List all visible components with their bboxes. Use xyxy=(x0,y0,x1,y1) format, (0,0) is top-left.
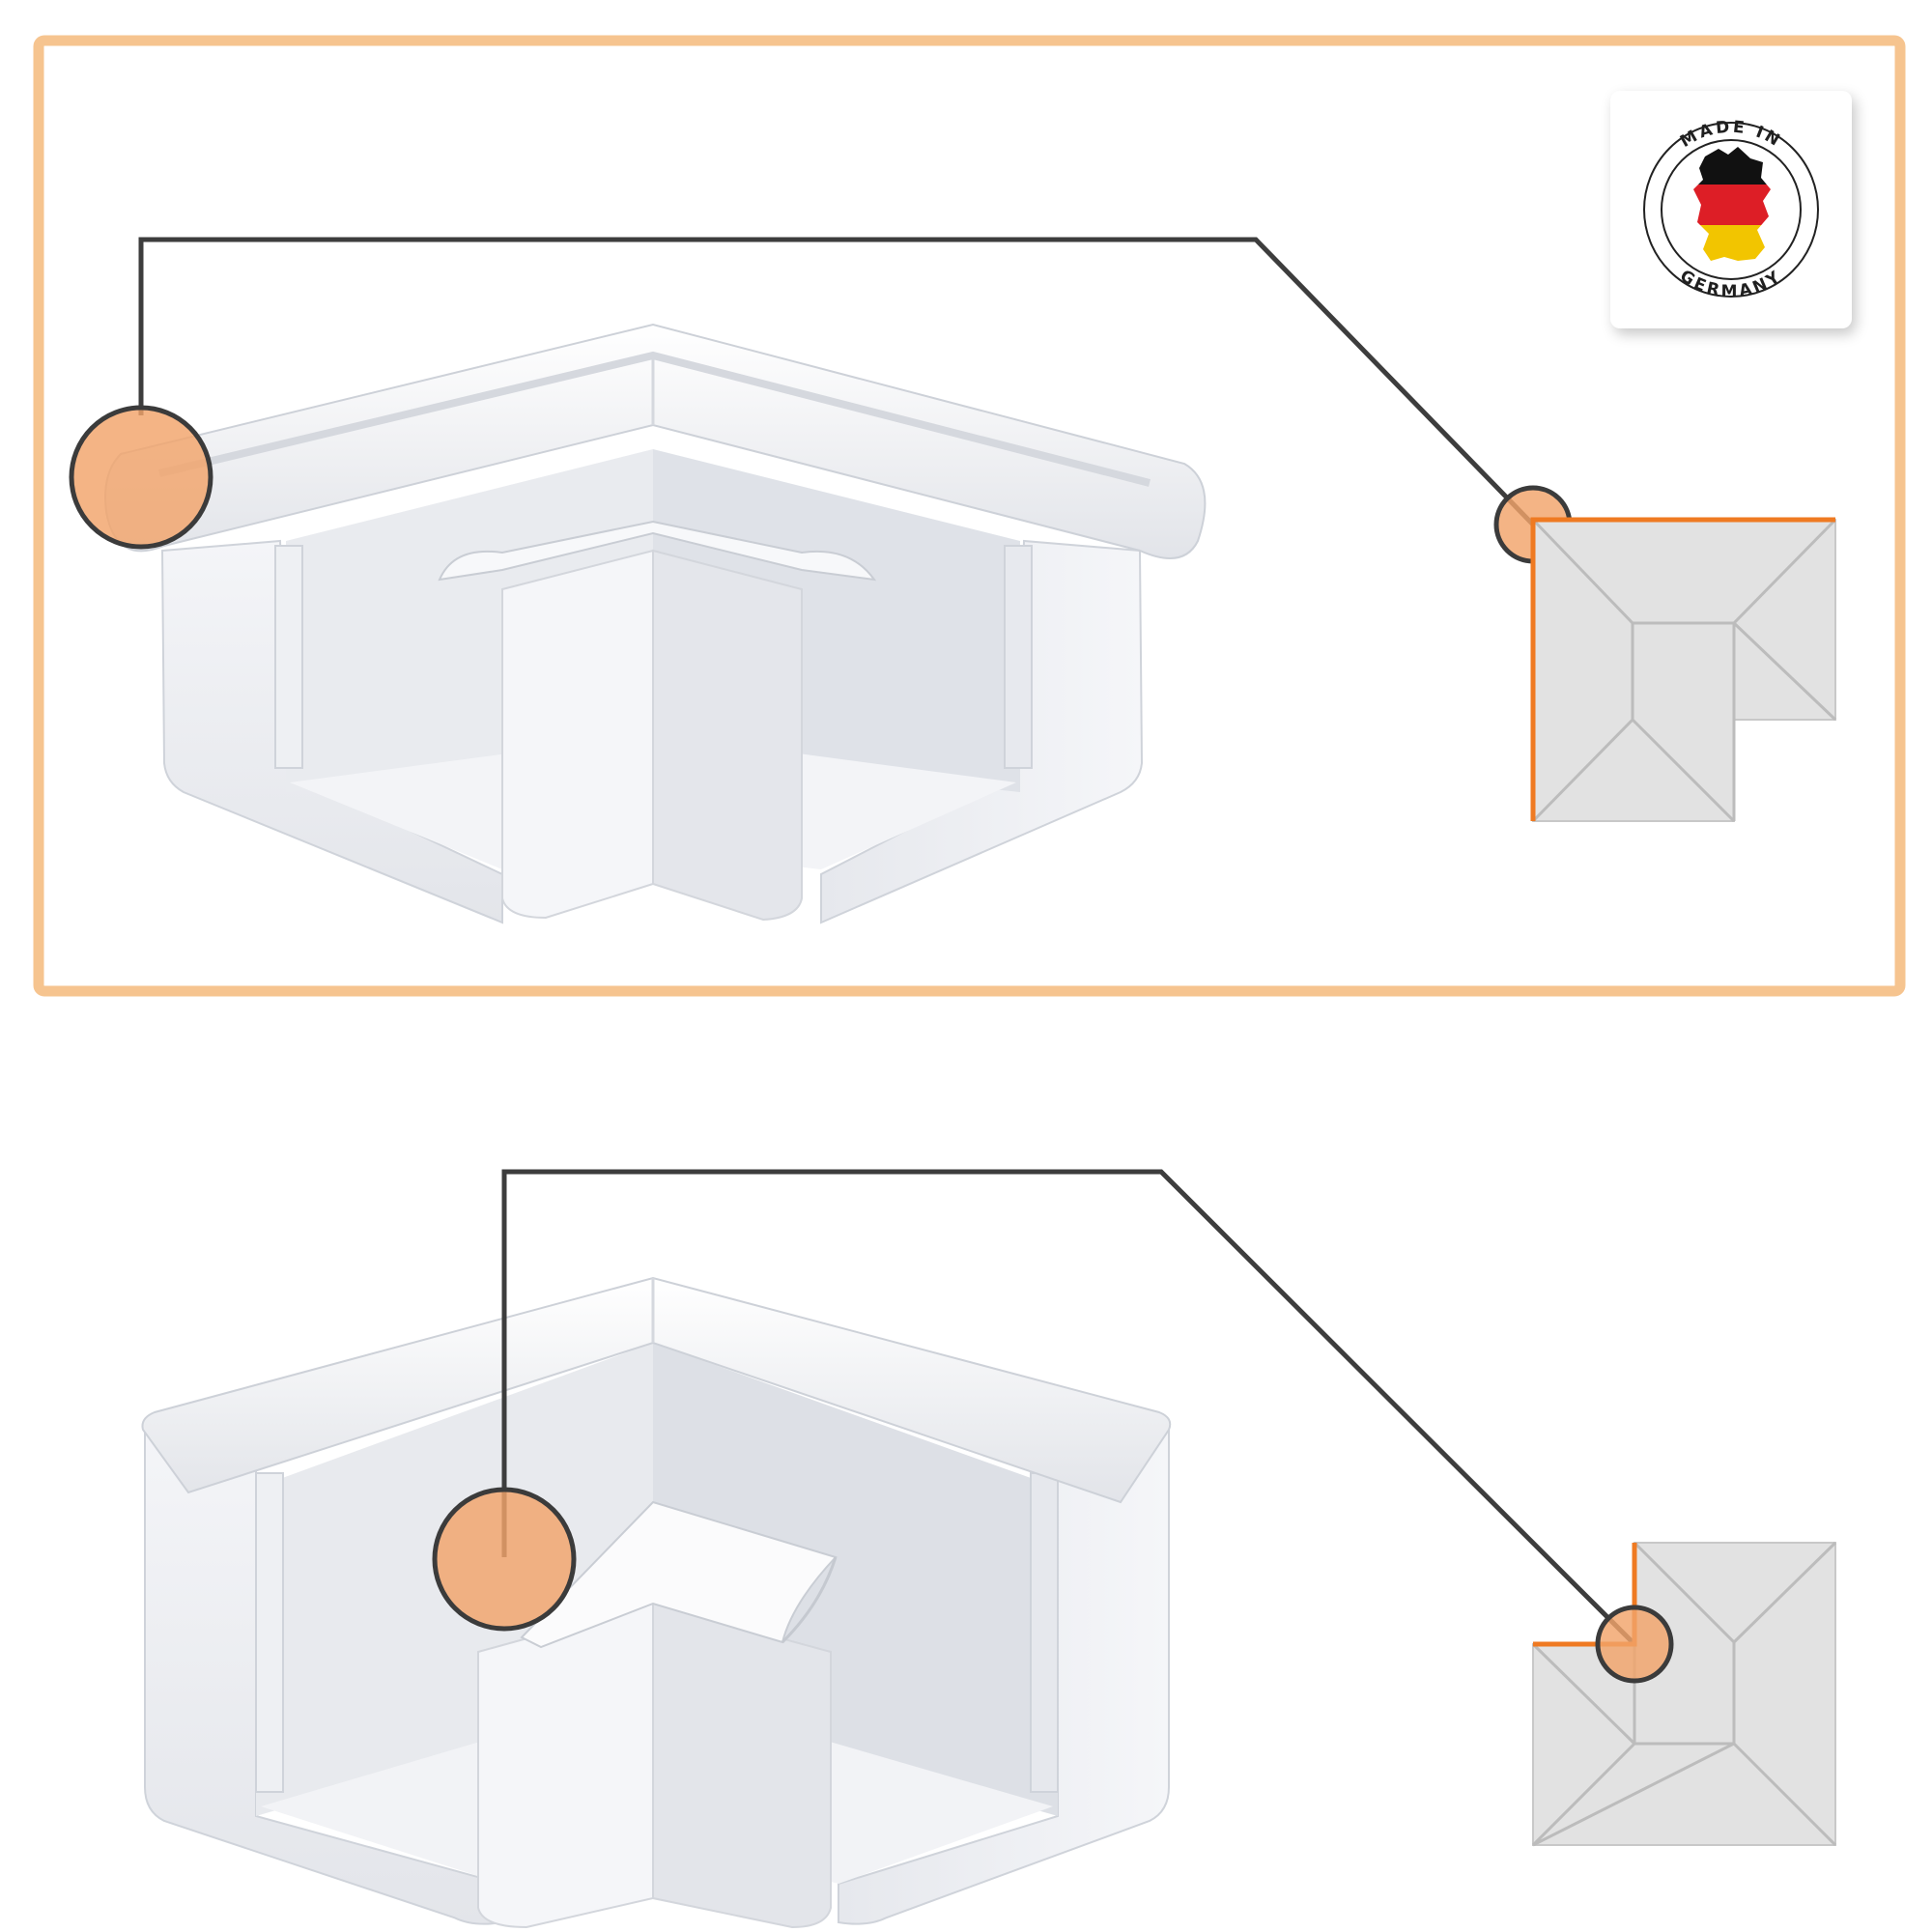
inner-corner-plan-icon xyxy=(1531,1541,1837,1847)
inner-corner-gutter-icon xyxy=(141,1276,1172,1929)
germany-map-icon xyxy=(1693,147,1771,261)
highlight-frame xyxy=(33,35,1906,997)
detail-marker-clip xyxy=(432,1487,577,1632)
callout-line-top xyxy=(138,237,1535,526)
outer-corner-plan-icon xyxy=(1530,517,1837,823)
badge-bottom-text: GERMANY xyxy=(1676,267,1786,301)
outer-corner-gutter-icon xyxy=(104,323,1207,924)
callout-line-bottom xyxy=(501,1169,1636,1646)
badge-top-text: MADE IN xyxy=(1677,118,1785,152)
made-in-germany-badge: MADE IN GERMANY xyxy=(1610,91,1852,328)
detail-marker-bead xyxy=(69,405,213,550)
detail-marker-plan-bottom xyxy=(1595,1605,1674,1684)
